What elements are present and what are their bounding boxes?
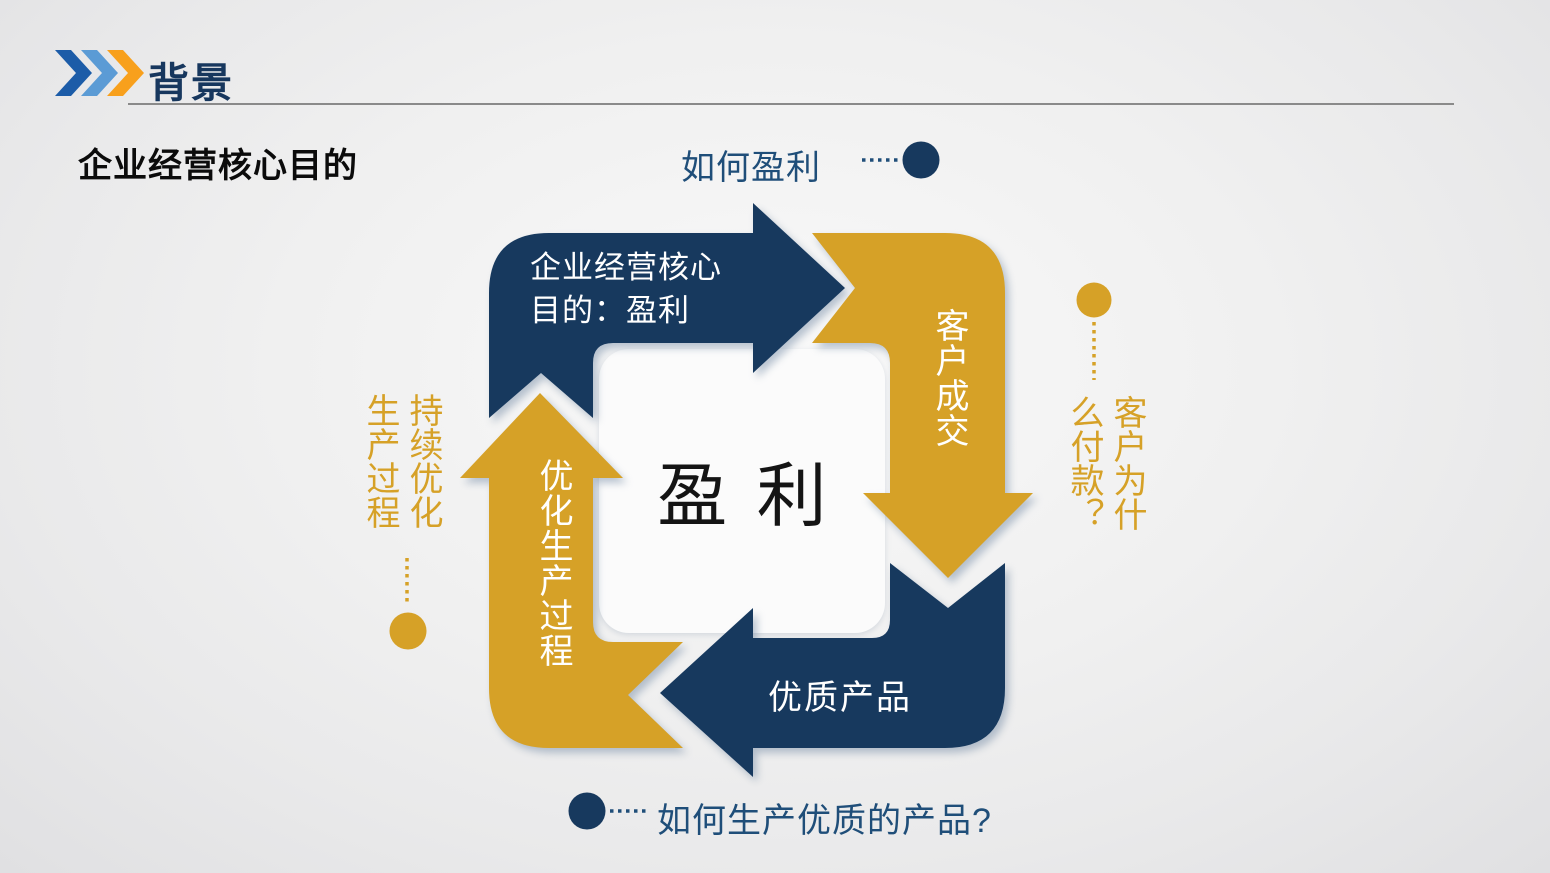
annotation-why-customers-pay: 客户为什么付款？ [1065, 395, 1146, 531]
diagram-center-label: 盈利 [657, 457, 857, 535]
arrow-bottom-navy [660, 563, 1005, 777]
connector-dot-bottom [568, 792, 606, 830]
diagram-center-box [599, 349, 885, 633]
arrow-top-navy [489, 203, 845, 418]
title-underline [128, 103, 1454, 105]
annotation-how-to-profit: 如何盈利 [681, 149, 821, 187]
connector-dot-left [389, 612, 427, 650]
triple-chevron-right-icon [55, 50, 144, 96]
connector-dot-right [1076, 282, 1112, 318]
arrow-left-gold [460, 393, 683, 748]
arrow-label-optimize-production: 优化生产过程 [534, 458, 572, 668]
annotation-continuous-optimization: 持续优化生产过程 [361, 393, 442, 529]
arrow-right-gold [812, 233, 1033, 578]
page-title: 背景 [148, 60, 234, 106]
annotation-how-to-produce-quality: 如何生产优质的产品? [657, 802, 992, 840]
arrow-label-customer-deal: 客户成交 [930, 308, 968, 448]
arrow-label-core-purpose: 企业经营核心目的：盈利 [530, 250, 722, 328]
connector-dot-top [902, 141, 940, 179]
section-heading: 企业经营核心目的 [78, 147, 358, 185]
arrow-label-quality-product: 优质产品 [768, 679, 912, 717]
